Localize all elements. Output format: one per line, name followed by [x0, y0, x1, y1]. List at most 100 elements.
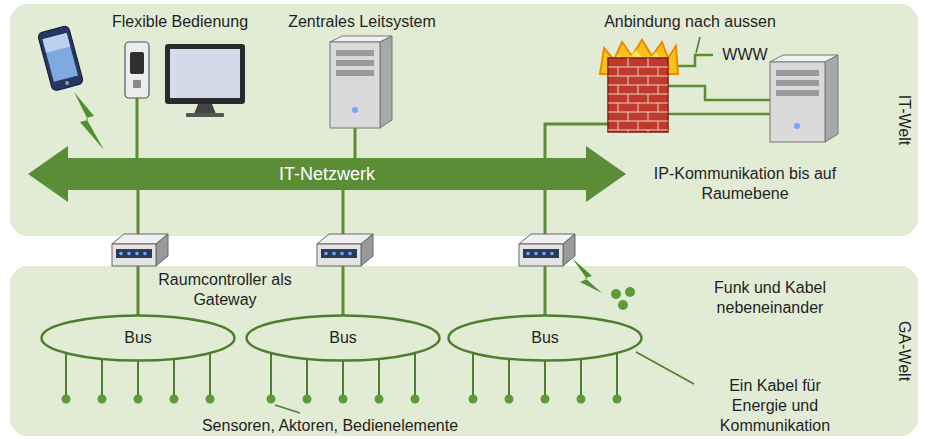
label-holder: Ein Kabel für Energie und Kommunikation	[700, 376, 850, 436]
room-controller-icon-part	[116, 249, 152, 258]
smartphone-icon-part	[37, 25, 83, 91]
radio-symbol-part	[572, 258, 602, 293]
server-icon-part	[794, 123, 800, 129]
room-controller-icons	[112, 234, 575, 266]
room-controller-icon-part	[526, 252, 530, 256]
bus-ellipse-line	[449, 316, 642, 361]
room-controller-icon-part	[523, 249, 559, 258]
firewall-icon-part	[638, 103, 639, 112]
bus-device-drops-part	[613, 395, 622, 404]
world-label: IT-Welt	[894, 95, 914, 145]
wireless-symbol	[74, 92, 104, 150]
radio-symbol-part	[618, 300, 628, 310]
room-controller-icon	[317, 234, 373, 266]
server-icon	[330, 36, 392, 128]
bus-device-drops-part	[209, 353, 211, 398]
room-controller-icon-part	[340, 252, 344, 256]
bus-device-drops-part	[342, 361, 344, 399]
firewall-icon-part	[638, 67, 639, 76]
bus-ellipse-line	[247, 316, 440, 361]
server-icon-part	[825, 55, 838, 142]
bus-device-drops-part	[472, 353, 474, 398]
monitor-icon-part	[170, 49, 240, 98]
server-icon-part	[776, 70, 819, 76]
firewall-icon-part	[628, 130, 629, 132]
radio-symbol-part	[625, 287, 635, 297]
network-wires-part	[354, 128, 357, 159]
panel-device-icon-part	[125, 42, 149, 98]
firewall-icon-part	[658, 121, 659, 130]
firewall-icon-part	[608, 94, 668, 95]
bus-device-drops-part	[306, 359, 308, 398]
room-controller-icon-part	[135, 252, 139, 256]
monitor-icon	[165, 44, 245, 117]
bus-device-drops-part	[170, 395, 179, 404]
smartphone-icon	[37, 25, 83, 91]
bus-device-drops-part	[267, 395, 276, 404]
firewall-icon-part	[618, 121, 619, 130]
room-controller-icon-part	[143, 252, 147, 256]
panel-device-icon-part	[130, 52, 144, 74]
bus-device-drops-part	[414, 353, 416, 398]
server-icon-part	[336, 50, 374, 56]
bus-label: Bus	[531, 328, 559, 348]
room-controller-icon-part	[563, 234, 575, 266]
bus-device-drops-part	[303, 395, 312, 404]
firewall-icon-part	[618, 103, 619, 112]
firewall-icon-part	[648, 76, 649, 85]
label-holder: Zentrales Leitsystem	[262, 12, 462, 32]
server-icon-part	[336, 60, 374, 66]
label-holder: IP-Kommunikation bis auf Raumebene	[650, 164, 840, 204]
firewall-icon-part	[648, 94, 649, 103]
bus-ellipse-line	[42, 316, 235, 361]
room-controller-icon	[112, 234, 168, 266]
monitor-icon-part	[186, 113, 224, 117]
room-controller-icon-part	[127, 252, 131, 256]
bus-label: Bus	[329, 328, 357, 348]
room-controller-icon-part	[156, 234, 168, 266]
bus-device-drops-part	[580, 359, 582, 398]
label-holder: Anbindung nach aussen	[590, 12, 790, 32]
bus-device-drops-part	[62, 395, 71, 404]
firewall-icon-part	[628, 112, 629, 121]
firewall-icon-part	[658, 67, 659, 76]
server-icon-part	[776, 80, 819, 86]
room-controller-icon-part	[324, 252, 328, 256]
bus-device-drops-part	[98, 395, 107, 404]
room-controller-icon-part	[348, 252, 352, 256]
monitor-icon-part	[194, 104, 216, 114]
bus-device-drops-part	[541, 395, 550, 404]
firewall-icon-part	[648, 112, 649, 121]
room-controller-icon	[519, 234, 575, 266]
annotation-label: WWW	[717, 45, 773, 65]
firewall-icon-part	[628, 76, 629, 85]
firewall-icon-part	[638, 121, 639, 130]
annotation-label: Sensoren, Aktoren, Bedienelemente	[180, 416, 480, 436]
label-holder: Sensoren, Aktoren, Bedienelemente	[180, 416, 480, 436]
panel-device-icon-part	[133, 80, 141, 88]
firewall-icon-part	[618, 85, 619, 94]
firewall-icon-part	[628, 94, 629, 103]
bus-device-drops-part	[577, 395, 586, 404]
bus-device-drops-part	[544, 361, 546, 399]
server-icon	[770, 55, 838, 142]
firewall-icon-part	[608, 76, 668, 77]
firewall-icon-part	[628, 58, 629, 67]
bus-device-drops-part	[101, 359, 103, 398]
room-controller-icon-part	[550, 252, 554, 256]
bus-device-drops-part	[375, 395, 384, 404]
label-holder: WWW	[717, 45, 773, 65]
bus-device-drops-part	[411, 395, 420, 404]
firewall-icon	[600, 40, 678, 132]
bus-device-drops-part	[508, 359, 510, 398]
network-arrow: IT-Netzwerk	[28, 146, 626, 202]
bus-label: Bus	[124, 328, 152, 348]
server-icon-part	[330, 42, 380, 128]
room-controller-icon-part	[534, 252, 538, 256]
network-wires-part	[136, 98, 139, 159]
bus-device-drops-part	[173, 359, 175, 398]
ga-band-fill	[10, 266, 918, 436]
smartphone-icon-part	[42, 33, 70, 53]
network-wires-part	[668, 113, 770, 116]
